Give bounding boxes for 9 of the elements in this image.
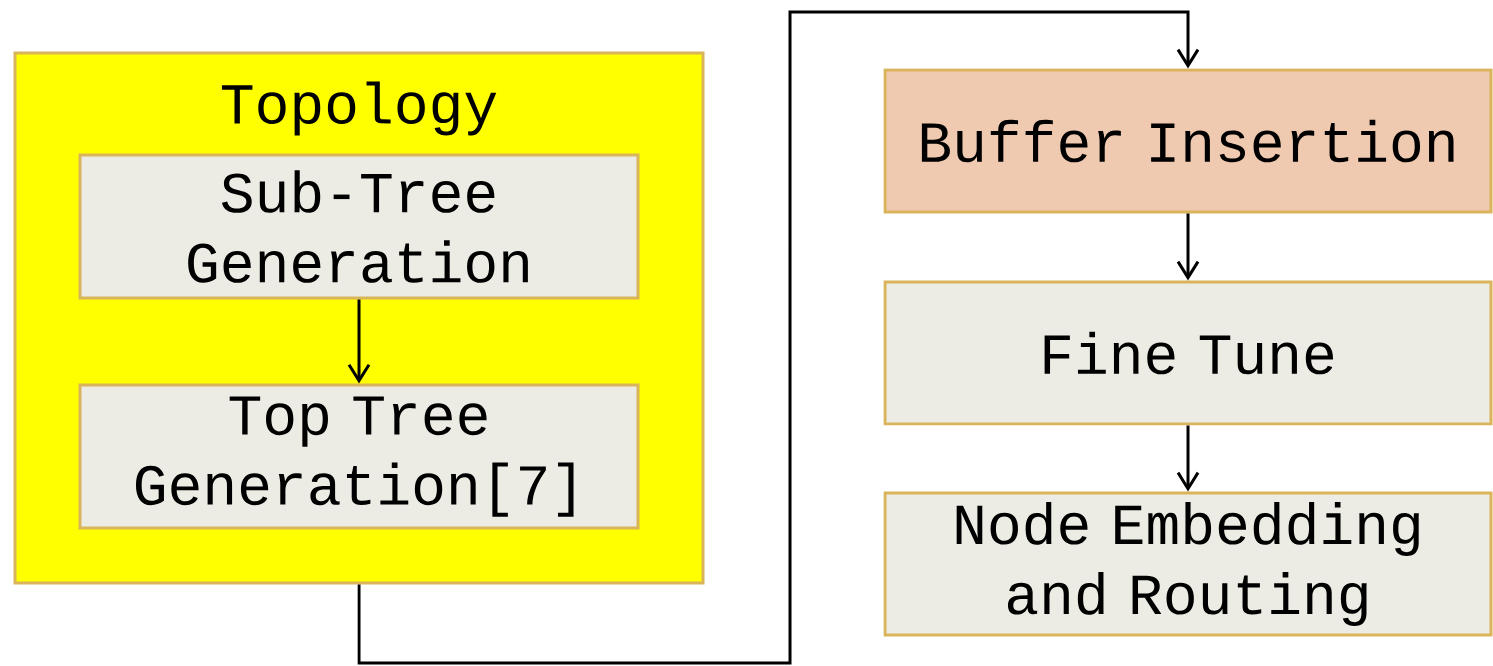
process-box: Top Tree Generation[7]	[78, 383, 640, 530]
process-box: Buffer Insertion	[883, 68, 1493, 214]
process-box: Sub-Tree Generation	[78, 153, 640, 300]
arrow	[357, 10, 1200, 665]
arrow	[347, 299, 371, 384]
arrow	[1176, 425, 1200, 492]
process-box: Fine Tune	[883, 280, 1493, 426]
process-box: Node Embedding and Routing	[883, 491, 1493, 637]
arrow	[1176, 213, 1200, 281]
